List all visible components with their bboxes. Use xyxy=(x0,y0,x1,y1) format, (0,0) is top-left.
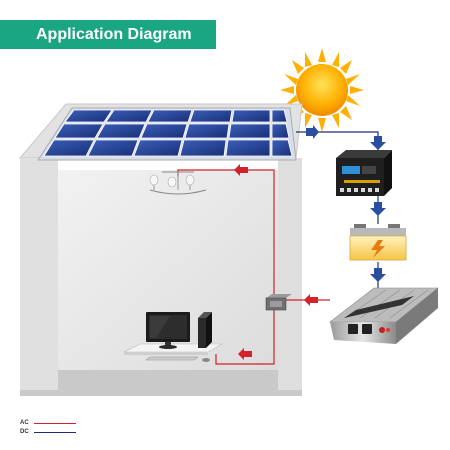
charge-controller xyxy=(336,150,392,196)
battery xyxy=(349,224,407,261)
computer xyxy=(145,312,212,362)
legend: AC DC xyxy=(20,419,76,437)
ac-arrows xyxy=(234,164,318,360)
dc-arrows xyxy=(306,125,386,282)
arrow-left-icon xyxy=(304,294,318,306)
legend-item-ac: AC xyxy=(20,419,76,428)
arrow-right-icon xyxy=(306,125,319,139)
keyboard xyxy=(145,356,199,361)
legend-label-dc: DC xyxy=(20,429,29,435)
legend-item-dc: DC xyxy=(20,428,76,437)
arrow-down-icon xyxy=(370,136,386,150)
arrow-left-icon xyxy=(238,348,252,360)
page-title: Application Diagram xyxy=(36,26,192,43)
mouse xyxy=(202,358,210,362)
inverter xyxy=(329,287,439,344)
arrow-left-icon xyxy=(234,164,248,176)
junction-box xyxy=(265,294,292,311)
solar-panel xyxy=(37,107,297,161)
arrow-down-icon xyxy=(370,268,386,282)
arrow-down-icon xyxy=(370,202,386,216)
legend-label-ac: AC xyxy=(20,420,29,426)
ac-line-swatch xyxy=(34,423,76,424)
dc-line-swatch xyxy=(34,432,76,433)
header-banner xyxy=(0,20,216,49)
lightning-bolt-icon xyxy=(371,240,385,258)
ceiling-lamp xyxy=(149,171,207,195)
